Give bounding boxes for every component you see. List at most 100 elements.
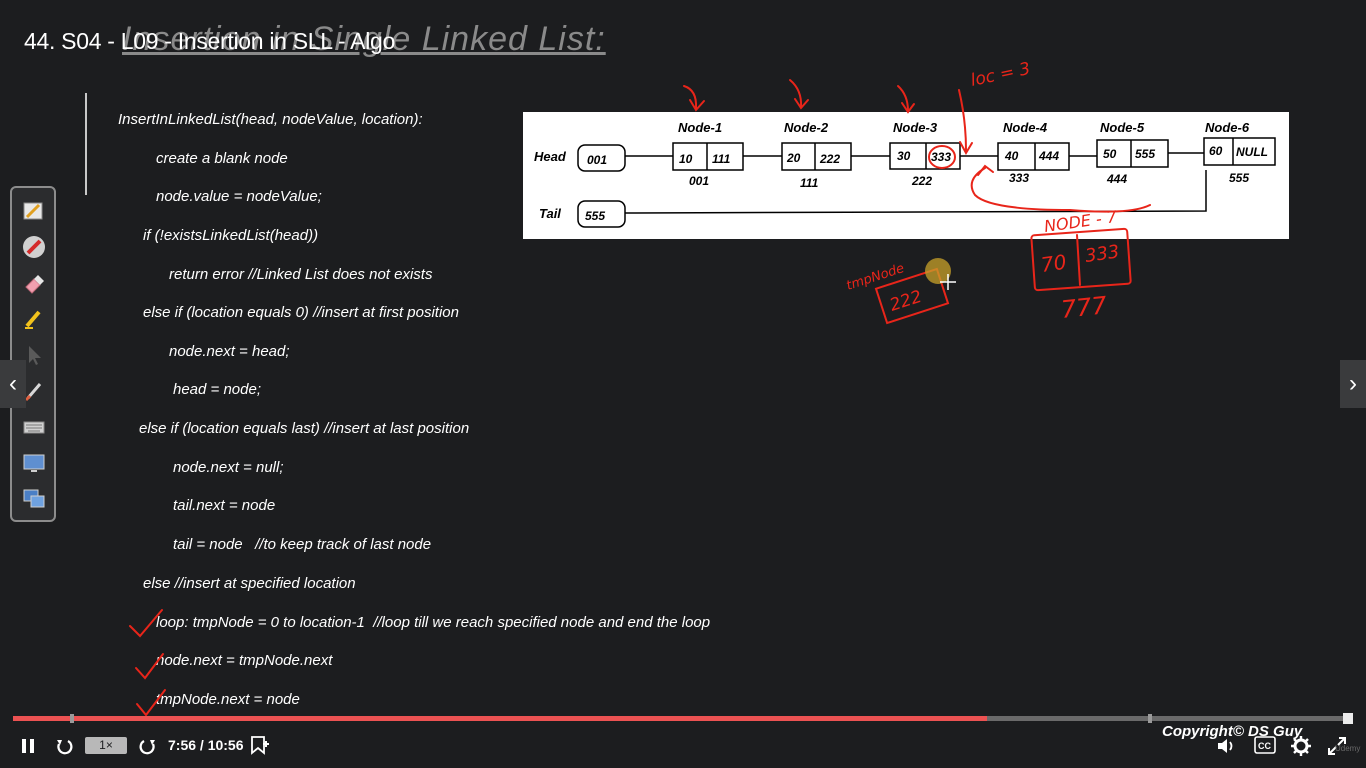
- node-address: 111: [800, 176, 819, 190]
- pointer-arrow: [683, 85, 698, 109]
- chevron-left-icon: ‹: [9, 370, 17, 397]
- check-mark: [136, 689, 166, 717]
- node-box: [672, 142, 744, 171]
- highlight-circle: [928, 145, 956, 169]
- chevron-right-icon: ›: [1349, 370, 1357, 397]
- code-line: node.value = nodeValue;: [156, 188, 322, 205]
- code-line: head = node;: [173, 381, 262, 398]
- pointer-arrow: [901, 102, 915, 114]
- link-arrow: [970, 167, 1151, 213]
- node-value: 50: [1103, 147, 1117, 161]
- previous-lecture-button[interactable]: ‹: [0, 360, 26, 408]
- playback-speed-button[interactable]: 1×: [85, 737, 127, 754]
- head-value: 001: [587, 153, 607, 167]
- code-line: create a blank node: [156, 150, 288, 167]
- settings-gear-icon[interactable]: [1290, 735, 1312, 757]
- fullscreen-icon[interactable]: [1326, 735, 1348, 757]
- pause-icon[interactable]: [20, 737, 36, 755]
- node-box: [1203, 137, 1276, 166]
- node-address: 555: [1229, 171, 1249, 185]
- chapter-marker: [1148, 714, 1152, 723]
- highlighter-icon[interactable]: [21, 306, 47, 332]
- keyboard-icon[interactable]: [21, 414, 47, 440]
- tail-box: [577, 200, 626, 228]
- node-next: 444: [1038, 149, 1059, 163]
- node-value: 40: [1004, 149, 1019, 163]
- tmp-node-value: 222: [887, 287, 924, 316]
- next-lecture-button[interactable]: ›: [1340, 360, 1366, 408]
- copyright-text: Copyright© DS Guy: [1162, 723, 1303, 740]
- tail-label: Tail: [539, 206, 561, 221]
- add-bookmark-icon[interactable]: [248, 734, 270, 756]
- pointer-arrow: [959, 141, 973, 156]
- node-next: 111: [712, 152, 731, 166]
- code-line: else if (location equals 0) //insert at …: [143, 304, 459, 321]
- pointer-icon[interactable]: [21, 342, 47, 368]
- new-node-address: 777: [1060, 291, 1109, 324]
- pointer-arrow: [897, 85, 909, 112]
- code-line: node.next = tmpNode.next: [156, 652, 333, 669]
- code-line: tail = node //to keep track of last node: [173, 536, 432, 553]
- check-mark: [129, 609, 163, 638]
- code-line: InsertInLinkedList(head, nodeValue, loca…: [118, 111, 423, 128]
- laser-pointer: [925, 258, 951, 284]
- chapter-marker: [70, 714, 74, 723]
- code-line: return error //Linked List does not exis…: [169, 266, 433, 283]
- node-name: Node-5: [1100, 120, 1145, 135]
- vertical-divider: [85, 93, 87, 195]
- node-box: [997, 142, 1070, 171]
- eraser-icon[interactable]: [21, 270, 47, 296]
- node-box: [781, 142, 852, 171]
- forward-icon[interactable]: [138, 736, 158, 756]
- check-mark: [135, 653, 164, 680]
- time-display: 7:56 / 10:56: [168, 737, 244, 753]
- connector-lines: [624, 152, 1207, 214]
- node-name: Node-1: [678, 120, 722, 135]
- node-value: 60: [1209, 144, 1223, 158]
- node-address: 333: [1009, 171, 1029, 185]
- code-line: tail.next = node: [173, 497, 276, 514]
- node-name: Node-6: [1205, 120, 1250, 135]
- marker-icon[interactable]: [21, 234, 47, 260]
- pen-icon[interactable]: [21, 198, 47, 224]
- head-box: [577, 144, 626, 172]
- code-line: else if (location equals last) //insert …: [139, 420, 470, 437]
- video-title: 44. S04 - L09 - Insertion in SLL - Algo: [24, 28, 396, 54]
- pointer-arrow: [689, 99, 705, 112]
- node-address: 001: [689, 174, 709, 188]
- pointer-arrow: [789, 79, 803, 108]
- captions-icon[interactable]: CC: [1254, 736, 1276, 754]
- slide-heading: Insertion in Single Linked List:: [122, 20, 606, 58]
- node-box: [1096, 139, 1169, 168]
- pointer-arrow: [958, 89, 967, 151]
- new-node-divider: [1076, 234, 1081, 286]
- node-value: 10: [679, 152, 693, 166]
- drawing-toolbar: [10, 186, 56, 522]
- linked-list-diagram: Head 001 Tail 555 Node-1 10 111 001 Node…: [523, 112, 1289, 239]
- code-line: node.next = null;: [173, 459, 284, 476]
- brush-icon[interactable]: [21, 378, 47, 404]
- link-arrow: [977, 164, 994, 176]
- screen-icon[interactable]: [21, 450, 47, 476]
- node-value: 30: [897, 149, 911, 163]
- udemy-watermark: Udemy: [1335, 744, 1361, 753]
- rewind-icon[interactable]: [54, 736, 74, 756]
- new-node-box: [1030, 227, 1132, 292]
- loc-note: loc = 3: [969, 59, 1032, 91]
- tail-value: 555: [585, 209, 605, 223]
- node-next: 333: [931, 150, 951, 164]
- node-address: 222: [911, 174, 932, 188]
- monitor-icon[interactable]: [21, 486, 47, 512]
- crosshair-cursor: [940, 274, 956, 290]
- node-next: NULL: [1236, 145, 1268, 159]
- tmp-node-box: [874, 267, 950, 325]
- progress-bar[interactable]: [13, 713, 1353, 724]
- player-controls: 1× 7:56 / 10:56 CC: [0, 728, 1366, 768]
- volume-icon[interactable]: [1216, 736, 1238, 756]
- new-node-value: 70: [1039, 250, 1068, 277]
- svg-text:CC: CC: [1258, 741, 1271, 751]
- code-line: else //insert at specified location: [143, 575, 356, 592]
- node-name: Node-4: [1003, 120, 1048, 135]
- head-label: Head: [534, 149, 567, 164]
